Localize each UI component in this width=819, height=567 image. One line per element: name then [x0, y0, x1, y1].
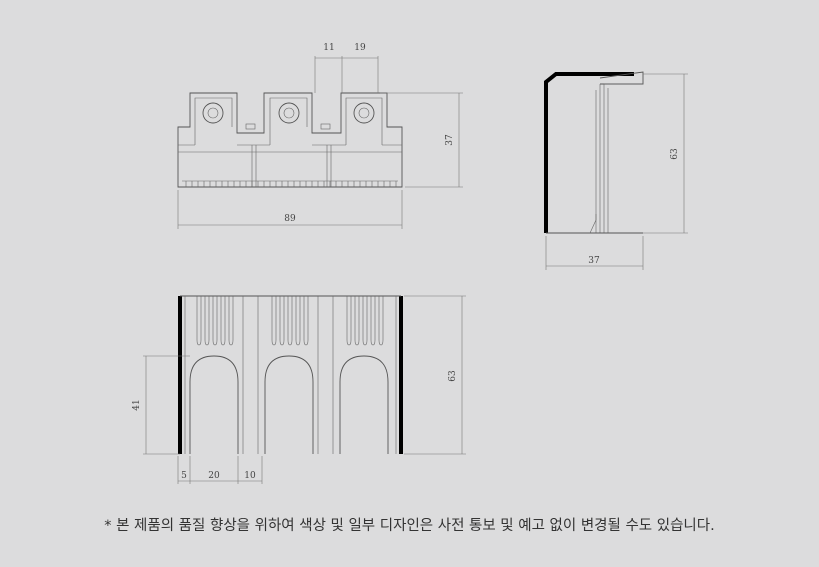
fin-slot: [303, 296, 309, 346]
fin-slot: [271, 296, 277, 346]
technical-drawing: 11 19 37 89 63 37: [132, 43, 688, 484]
front-view: [177, 92, 403, 188]
bottom-fins: [196, 296, 384, 346]
dim-41: 41: [132, 399, 142, 410]
disclaimer-note: * 본 제품의 품질 향상을 위하여 색상 및 일부 디자인은 사전 통보 및 …: [104, 518, 715, 534]
fin-slot: [354, 296, 360, 346]
fin-slot: [370, 296, 376, 346]
front-teeth: [185, 181, 397, 187]
dim-89: 89: [284, 214, 296, 224]
fin-slot: [204, 296, 210, 346]
dim-5: 5: [181, 471, 187, 481]
bottom-view: 63 41 5 20 10: [132, 295, 466, 484]
fin-slot: [228, 296, 234, 346]
fin-slot: [212, 296, 218, 346]
dim-63-side: 63: [670, 148, 680, 160]
fin-slot: [346, 296, 352, 346]
dim-19: 19: [354, 43, 366, 53]
dim-37-front: 37: [445, 134, 455, 146]
fin-slot: [196, 296, 202, 346]
dim-63-bottom: 63: [448, 370, 458, 382]
dim-10: 10: [244, 471, 256, 481]
fin-slot: [378, 296, 384, 346]
fin-slot: [295, 296, 301, 346]
dim-20: 20: [208, 471, 220, 481]
fin-slot: [362, 296, 368, 346]
front-dimensions: 11 19 37 89: [177, 43, 463, 229]
side-view: 63 37: [544, 71, 688, 270]
dim-37-side: 37: [588, 256, 600, 266]
fin-slot: [220, 296, 226, 346]
fin-slot: [279, 296, 285, 346]
fin-slot: [287, 296, 293, 346]
dim-11: 11: [323, 43, 334, 53]
